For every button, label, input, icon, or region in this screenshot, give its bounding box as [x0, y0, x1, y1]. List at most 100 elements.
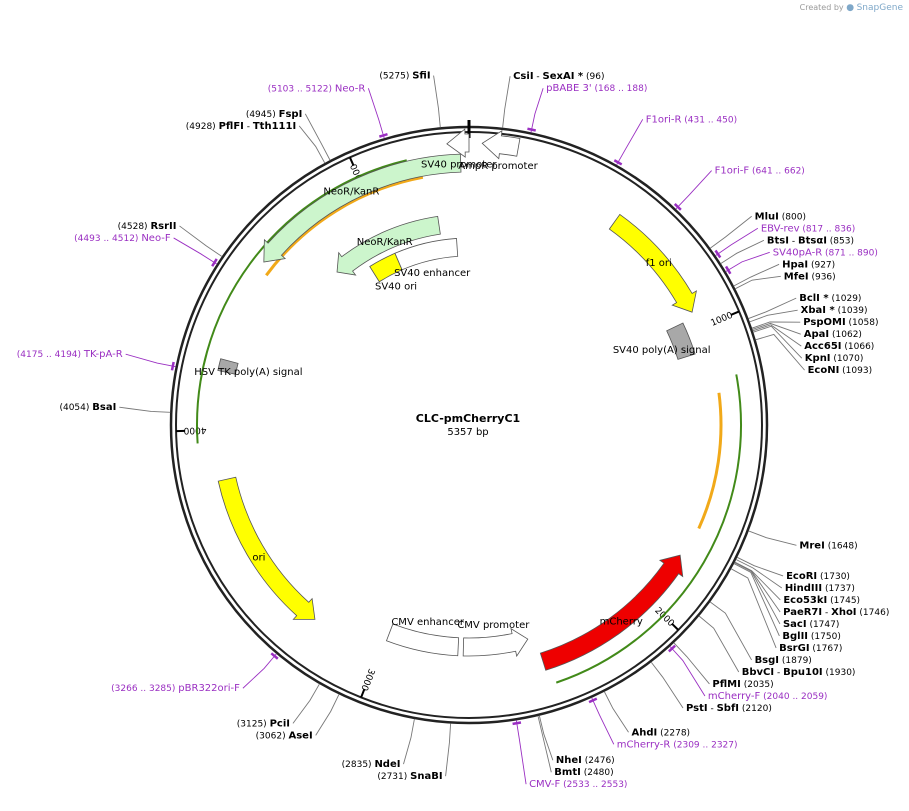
feature-neor-kanr-inner	[336, 215, 441, 276]
primer-pbabe-3-mark	[527, 127, 537, 132]
enzyme-site-bglii-label: BglII (1750)	[782, 631, 840, 642]
primer-tk-pa-r-mark	[170, 361, 175, 371]
enzyme-site-psti-name-part: -	[708, 704, 717, 714]
enzyme-site-asei-position: (3062)	[256, 731, 286, 741]
enzyme-site-apai-leader	[752, 322, 801, 335]
enzyme-site-sfii-position: (5275)	[379, 72, 409, 82]
primer-cmv-f-name: CMV-F	[529, 779, 560, 790]
enzyme-site-bsgi-position: (1879)	[782, 656, 812, 666]
enzyme-site-pflfi-name-part: PflFI	[219, 121, 244, 132]
enzyme-site-econi-position: (1093)	[842, 366, 872, 376]
ruler-tick-5000	[348, 156, 355, 166]
primer-f1ori-r-leader	[616, 119, 644, 166]
enzyme-site-bbvci-name-part: BbvCI	[742, 667, 774, 678]
enzyme-site-psti-name-part: SbfI	[717, 703, 739, 714]
enzyme-site-bmti-name-part: BmtI	[554, 767, 581, 778]
enzyme-site-sfii-name-part: SfiI	[412, 71, 430, 82]
enzyme-site-saci-label: SacI (1747)	[783, 619, 839, 630]
enzyme-site-csii-name-part: *	[574, 71, 583, 82]
enzyme-site-ndei-label: (2835) NdeI	[342, 759, 401, 770]
enzyme-site-pspomi-name-part: PspOMI	[803, 317, 845, 328]
enzyme-site-pflfi-name-part: Tth111I	[253, 121, 296, 132]
enzyme-site-pcii-leader	[292, 683, 320, 724]
enzyme-site-bmti-leader	[537, 715, 552, 773]
enzyme-site-pflmi-position: (2035)	[744, 680, 774, 690]
enzyme-site-sfii-leader	[433, 75, 441, 128]
enzyme-site-pflfi-label: (4928) PflFI - Tth111I	[186, 121, 296, 132]
plasmid-name: CLC-pmCherryC1	[416, 412, 520, 425]
enzyme-site-mrei-position: (1648)	[828, 541, 858, 551]
primer-neo-f-label: (4493 .. 4512) Neo-F	[74, 233, 171, 244]
enzyme-site-saci-leader	[734, 562, 781, 625]
enzyme-site-bbvci-name-part: Bpu10I	[783, 667, 823, 678]
primer-ebv-rev-name: EBV-rev	[761, 223, 800, 234]
ruler-tick-label-4000: 4000	[183, 424, 206, 434]
primer-ebv-rev-mark	[714, 249, 722, 259]
primer-pbabe-3-label: pBABE 3' (168 .. 188)	[546, 83, 647, 94]
enzyme-site-bcli-name-part: *	[820, 293, 829, 304]
enzyme-site-bsgi-label: BsgI (1879)	[755, 655, 812, 666]
enzyme-site-asei-name-part: AseI	[288, 730, 312, 741]
enzyme-site-bglii-name-part: BglII	[782, 631, 808, 642]
enzyme-site-xbai-name-part: XbaI	[801, 305, 826, 316]
enzyme-site-bsgi-leader	[709, 601, 752, 661]
enzyme-site-ahdi-name-part: AhdI	[632, 727, 658, 738]
feature-ampr-promoter	[481, 130, 521, 160]
enzyme-site-bbvci-name-part: -	[774, 668, 783, 678]
enzyme-site-hindiii-position: (1737)	[825, 584, 855, 594]
enzyme-site-bcli-position: (1029)	[832, 294, 862, 304]
feature-label-sv40-polya-right: SV40 poly(A) signal	[613, 345, 711, 356]
enzyme-site-xbai-position: (1039)	[838, 306, 868, 316]
enzyme-site-paer7i-name-part: -	[822, 608, 831, 618]
feature-label-cmv-promoter: CMV promoter	[457, 620, 530, 631]
enzyme-site-bsrgi-label: BsrGI (1767)	[779, 643, 842, 654]
enzyme-site-nhei-name-part: NheI	[556, 755, 582, 766]
primer-cmv-f-label: CMV-F (2533 .. 2553)	[529, 779, 627, 790]
enzyme-site-bglii-position: (1750)	[811, 632, 841, 642]
enzyme-site-pspomi-position: (1058)	[849, 318, 879, 328]
enzyme-site-bmti-position: (2480)	[584, 768, 614, 778]
enzyme-site-bsai-position: (4054)	[59, 403, 89, 413]
primer-neo-r-mark	[378, 133, 388, 138]
enzyme-site-snabi-label: (2731) SnaBI	[377, 771, 442, 782]
snapgene-watermark: Created by ● SnapGene	[800, 3, 903, 13]
primer-cmv-f-mark	[512, 721, 522, 726]
enzyme-site-mfei-position: (936)	[811, 272, 835, 282]
enzyme-site-btsi-leader	[720, 239, 765, 264]
enzyme-site-bsrgi-leader	[730, 568, 777, 649]
neor-cds-guide-arc	[196, 159, 407, 444]
primer-f1ori-r-label: F1ori-R (431 .. 450)	[646, 114, 737, 125]
feature-hsv-tk-polya	[217, 358, 239, 375]
enzyme-site-asei-leader	[315, 694, 340, 736]
site-label-layer: CsiI - SexAI * (96)(5275) SfiI(4945) Fsp…	[17, 71, 890, 791]
enzyme-site-bbvci-leader	[698, 615, 740, 673]
enzyme-site-mrei-name-part: MreI	[799, 540, 824, 551]
primer-ebv-rev-label: EBV-rev (817 .. 836)	[761, 223, 855, 234]
feature-label-sv40-enhancer: SV40 enhancer	[394, 268, 471, 279]
enzyme-site-bcli-name-part: BclI	[799, 293, 820, 304]
ruler-tick-3000	[360, 688, 366, 698]
enzyme-site-hindiii-name-part: HindIII	[785, 583, 822, 594]
enzyme-site-ecori-label: EcoRI (1730)	[786, 571, 850, 582]
primer-sv40pa-r-label: SV40pA-R (871 .. 890)	[773, 247, 878, 258]
primer-neo-r-name: Neo-R	[335, 83, 366, 94]
enzyme-site-csii-label: CsiI - SexAI * (96)	[513, 71, 604, 82]
primer-mcherry-f-leader	[669, 646, 706, 697]
enzyme-site-ahdi-position: (2278)	[660, 728, 690, 738]
enzyme-site-rsrii-position: (4528)	[118, 222, 148, 232]
enzyme-site-ndei-name-part: NdeI	[374, 759, 400, 770]
enzyme-site-xbai-label: XbaI * (1039)	[801, 305, 868, 316]
enzyme-site-kpni-name-part: KpnI	[805, 353, 831, 364]
watermark-created-by: Created by	[799, 3, 844, 12]
primer-neo-r-position: (5103 .. 5122)	[268, 84, 332, 94]
enzyme-site-bbvci-position: (1930)	[826, 668, 856, 678]
enzyme-site-econi-name-part: EcoNI	[808, 365, 840, 376]
enzyme-site-kpni-label: KpnI (1070)	[805, 353, 864, 364]
enzyme-site-acc65i-position: (1066)	[844, 342, 874, 352]
enzyme-site-paer7i-name-part: XhoI	[831, 607, 856, 618]
enzyme-site-hpai-label: HpaI (927)	[782, 259, 835, 270]
primer-pbr322ori-f-label: (3266 .. 3285) pBR322ori-F	[111, 683, 240, 694]
enzyme-site-bsrgi-name-part: BsrGI	[779, 643, 809, 654]
feature-label-mcherry: mCherry	[600, 616, 643, 627]
orf-guide-arc-right	[697, 392, 723, 530]
